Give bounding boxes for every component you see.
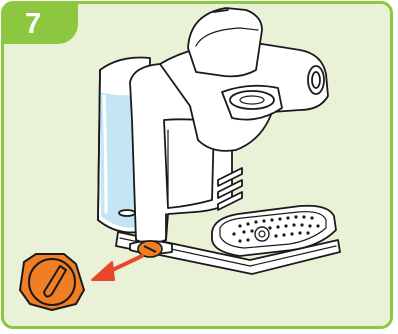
coffee-machine-icon — [98, 8, 340, 274]
remove-arrow-icon — [92, 256, 142, 280]
service-disc-closeup-icon — [20, 254, 84, 310]
